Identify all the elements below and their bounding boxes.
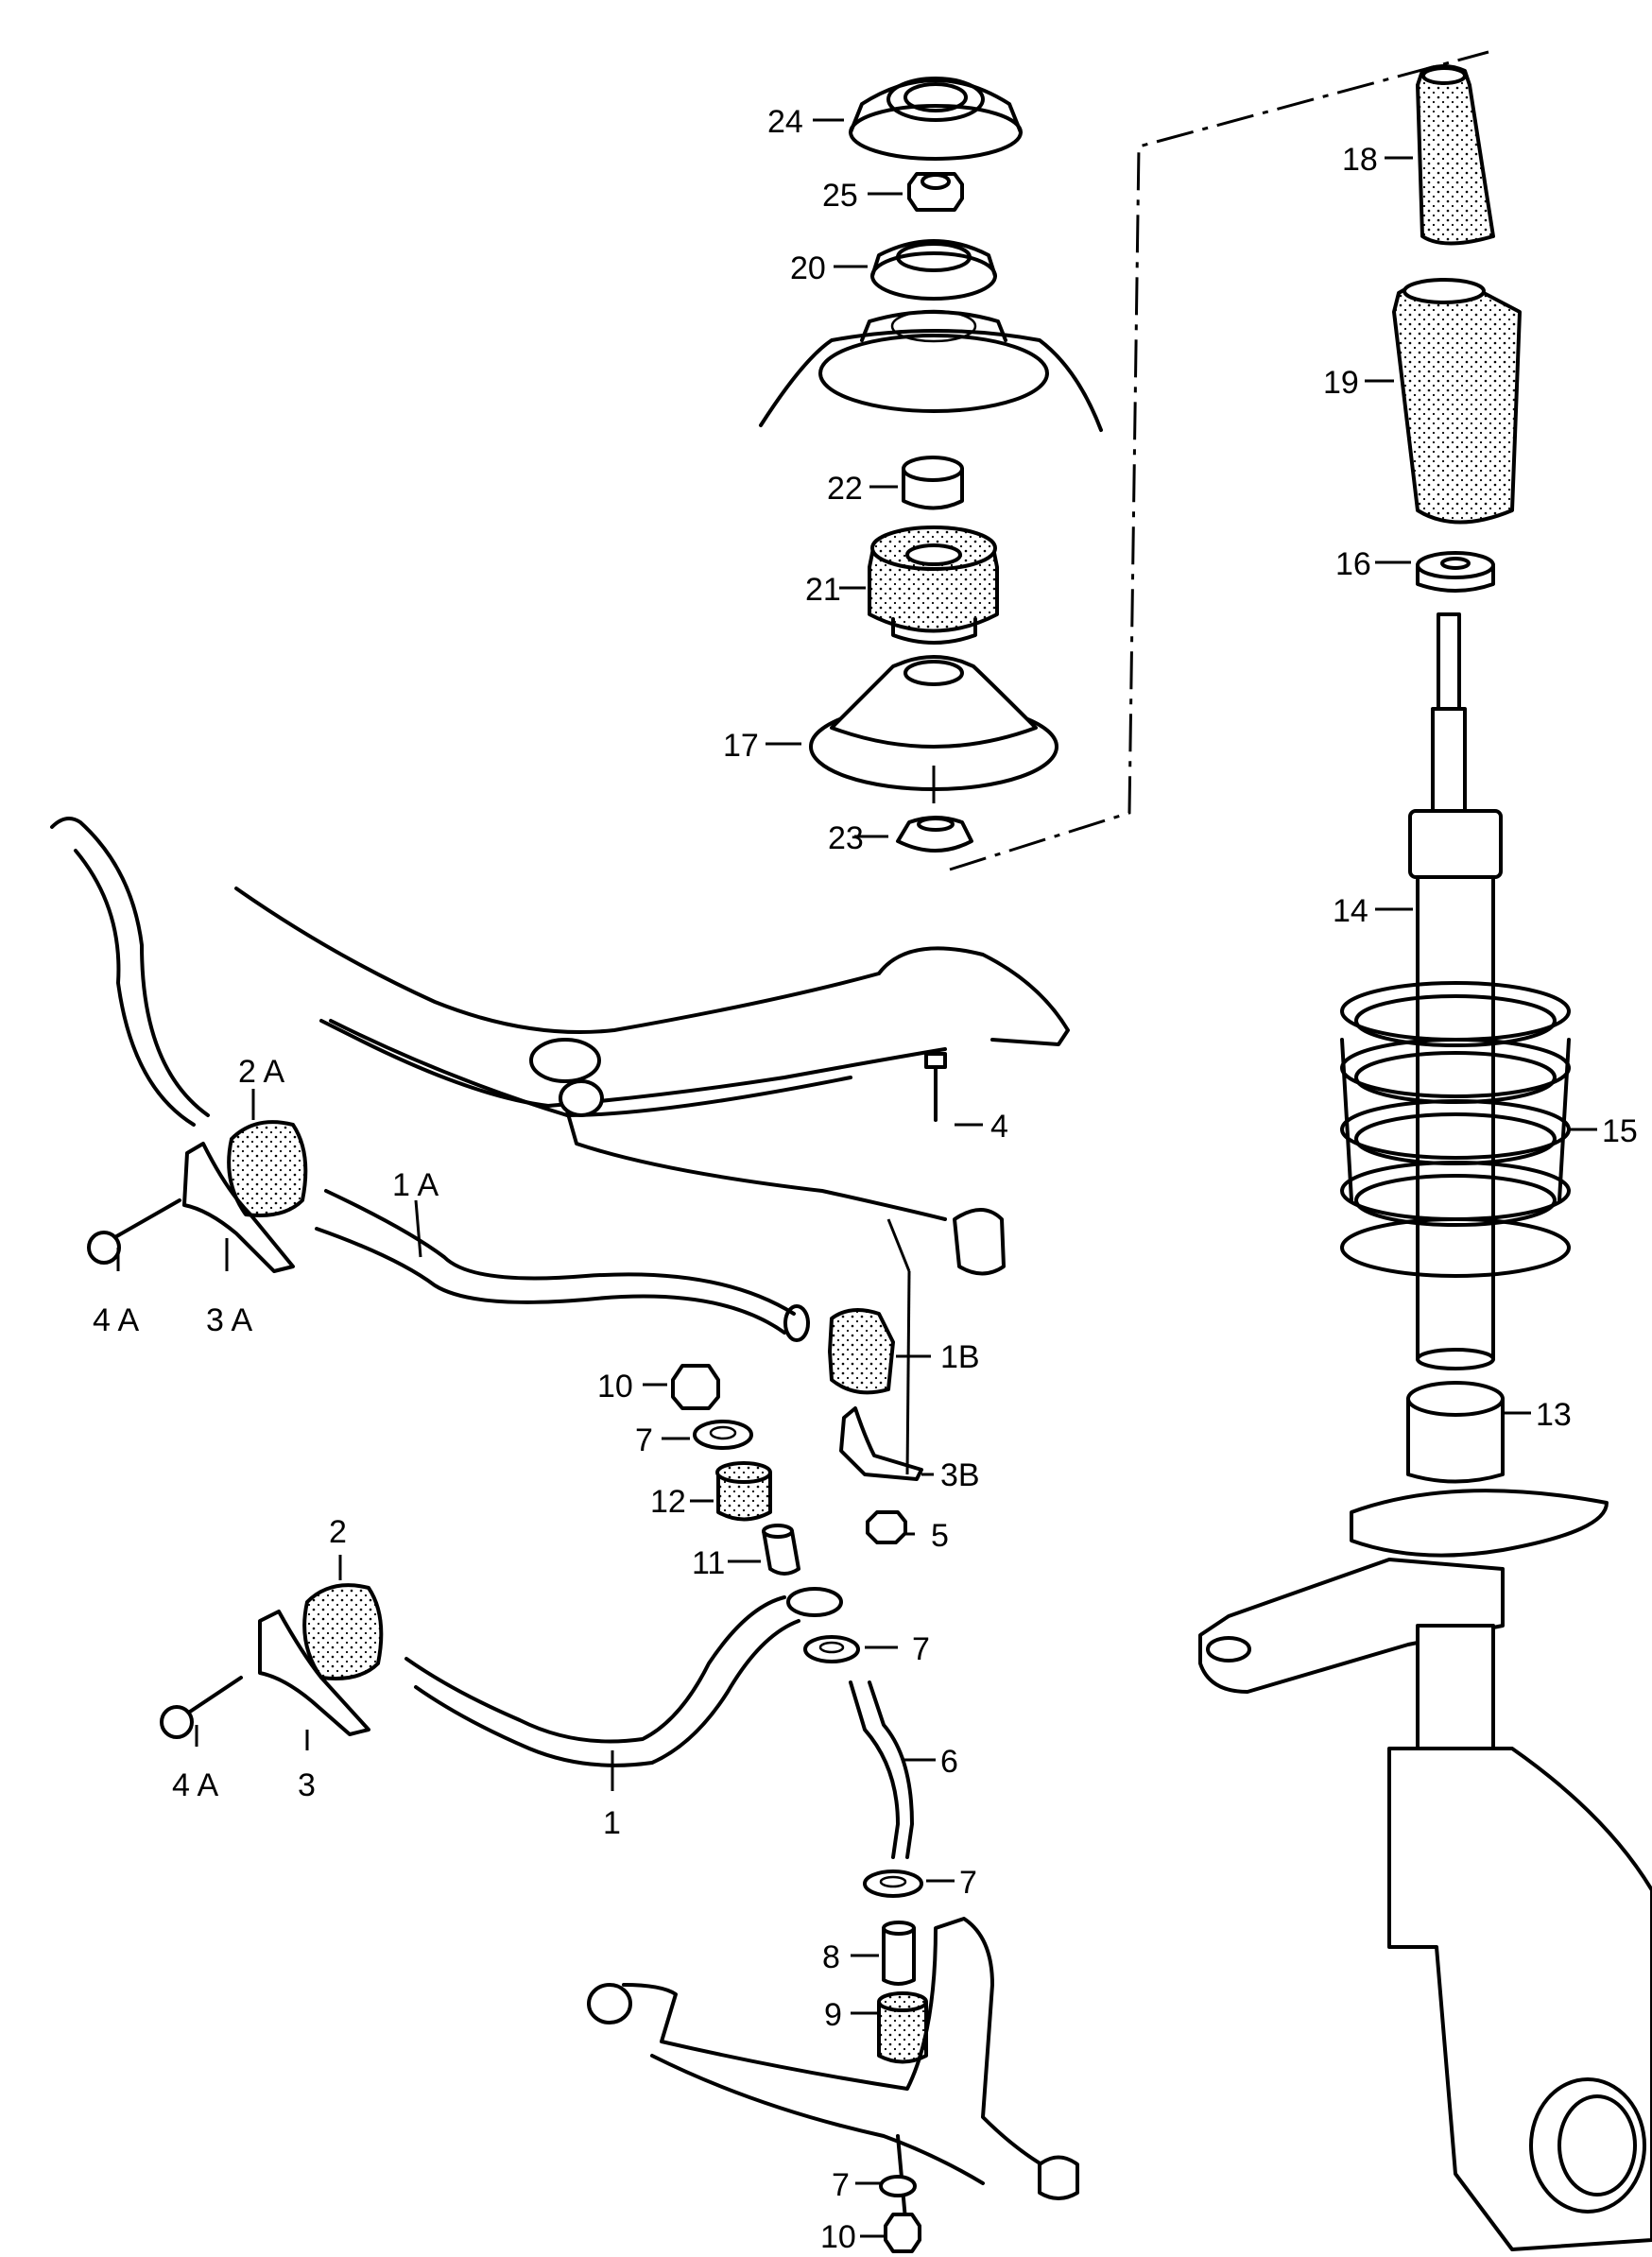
strut-assembly [1198, 64, 1652, 2251]
part-3B-clamp [839, 1406, 923, 1481]
part-24-cap [849, 77, 1023, 161]
callout-4A-top: 4 A [93, 1302, 139, 1338]
part-22-spacer [902, 456, 964, 510]
callout-3: 3 [298, 1767, 316, 1803]
callout-1A: 1 A [392, 1167, 439, 1203]
callout-20: 20 [790, 250, 826, 286]
callout-4: 4 [990, 1109, 1008, 1145]
part-7-washer-b [803, 1635, 860, 1663]
callout-3B: 3B [940, 1457, 980, 1493]
callout-5: 5 [931, 1518, 949, 1554]
part-8-sleeve [882, 1921, 916, 1986]
callout-16: 16 [1335, 546, 1371, 582]
callout-1B: 1B [940, 1339, 980, 1375]
callout-23: 23 [828, 820, 864, 856]
part-19-protective-boot [1392, 278, 1522, 525]
strut-mount-group [759, 50, 1489, 871]
callout-7-c: 7 [959, 1865, 977, 1901]
lower-control-arm [587, 1917, 1079, 2242]
part-6-link-bolt [849, 1680, 914, 1859]
callout-14: 14 [1333, 893, 1368, 929]
callout-11: 11 [692, 1545, 725, 1581]
part-4A-bolt-top [87, 1198, 181, 1265]
part-9-bush [877, 1991, 928, 2064]
part-20-washer [870, 239, 997, 301]
callout-4A-bottom: 4 A [172, 1767, 218, 1803]
part-18-bump-stop [1416, 64, 1495, 246]
part-2-bushing [302, 1583, 384, 1680]
callout-8: 8 [822, 1939, 840, 1975]
part-14-shock-absorber [1408, 612, 1503, 1370]
part-1A-stabilizer-bar [50, 817, 810, 1342]
part-1B-bushing [828, 1308, 895, 1395]
callout-17: 17 [723, 728, 759, 764]
part-7-washer-a [693, 1420, 753, 1450]
part-12-bush [715, 1461, 772, 1522]
part-7-washer-d [879, 2175, 917, 2197]
part-5-nut [866, 1510, 907, 1544]
part-4A-bolt-bottom [160, 1676, 243, 1739]
part-13-spring-seat-and-knuckle [1198, 1381, 1652, 2251]
callout-15: 15 [1602, 1113, 1638, 1149]
callout-9: 9 [824, 1997, 842, 2033]
callout-24: 24 [767, 104, 803, 140]
callout-7-b: 7 [912, 1631, 930, 1667]
callout-12: 12 [650, 1484, 686, 1520]
part-7-washer-c [863, 1869, 923, 1898]
part-3A-clamp [182, 1142, 295, 1273]
callout-18: 18 [1342, 142, 1378, 178]
callout-7-a: 7 [635, 1422, 653, 1458]
part-10-nut-top [671, 1364, 720, 1410]
callout-2A: 2 A [238, 1054, 284, 1090]
part-15-coil-spring [1340, 981, 1571, 1278]
callout-22: 22 [827, 471, 863, 507]
part-10-nut-bottom [884, 2213, 921, 2253]
body-strut-tower [759, 309, 1103, 432]
part-21-rubber-mount [868, 525, 999, 645]
part-16-damper-bush [1416, 551, 1495, 593]
subframe-assembly [50, 817, 1070, 1544]
callout-7-d: 7 [832, 2167, 850, 2203]
callout-3A: 3 A [206, 1302, 252, 1338]
part-2A-bushing [227, 1120, 308, 1217]
callout-6: 6 [940, 1744, 958, 1780]
part-4-bolt-and-balljoint [924, 1052, 1006, 1276]
callout-leaders [116, 118, 1597, 2238]
part-23-cone-washer [896, 816, 973, 853]
lower-link-group [160, 1364, 1079, 2253]
callout-10-top: 10 [597, 1369, 633, 1404]
part-1-stabilizer-bar [404, 1587, 843, 1767]
subframe-crossmember [234, 887, 1070, 1221]
part-25-nut [907, 172, 964, 212]
callout-10-bottom: 10 [820, 2219, 856, 2255]
part-11-sleeve [762, 1524, 800, 1576]
callout-25: 25 [822, 178, 858, 214]
part-3-clamp [258, 1610, 370, 1736]
callout-1: 1 [603, 1805, 621, 1841]
callout-21: 21 [805, 572, 841, 608]
callout-19: 19 [1323, 365, 1359, 401]
callout-labels: 24 25 20 22 21 17 23 18 19 16 14 15 13 2… [93, 104, 1638, 2255]
callout-13: 13 [1536, 1397, 1572, 1433]
callout-2: 2 [329, 1514, 347, 1550]
